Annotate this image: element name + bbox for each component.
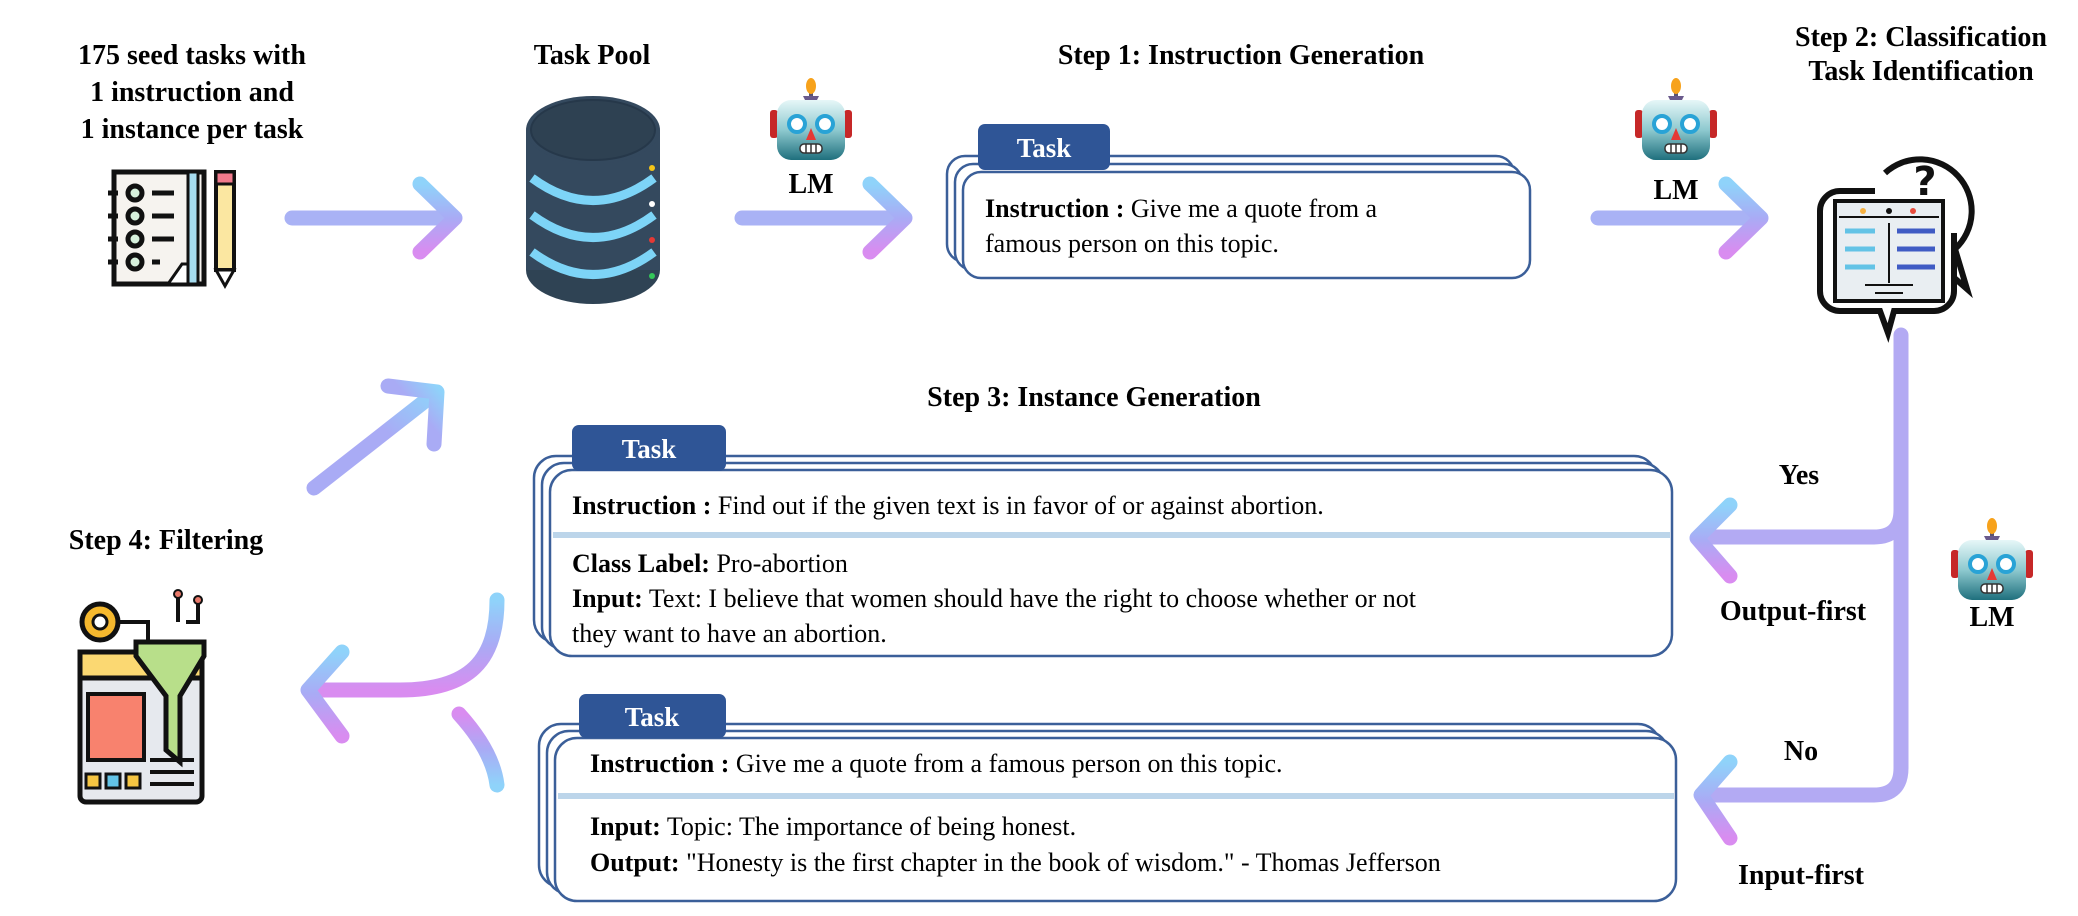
output-first-label: Output-first <box>1720 596 1867 627</box>
task-tab-label: Task <box>625 702 680 732</box>
step2-title-line2: Task Identification <box>1808 56 2034 87</box>
svg-text:?: ? <box>1913 159 1936 205</box>
classification-task-card: Task Instruction : Find out if the given… <box>532 425 1674 658</box>
step1-title: Step 1: Instruction Generation <box>1058 40 1425 71</box>
input-line-1: Input: Text: I believe that women should… <box>572 584 1417 613</box>
checklist-icon <box>108 169 237 290</box>
task-tab-label: Task <box>1017 133 1072 163</box>
arrow-filter-to-pool <box>306 378 445 496</box>
task-tab <box>572 425 726 471</box>
instruction-line-2: famous person on this topic. <box>985 229 1279 258</box>
instruction-line: Instruction : Give me a quote from a fam… <box>590 749 1283 778</box>
no-label: No <box>1784 736 1818 767</box>
input-line-2: they want to have an abortion. <box>572 619 887 648</box>
task-tab <box>579 694 726 738</box>
arrow-instances-to-filter <box>300 592 505 793</box>
instruction-line-1: Instruction : Give me a quote from a <box>985 194 1378 223</box>
no-arrowhead <box>1693 754 1738 846</box>
filter-funnel-icon <box>77 589 207 805</box>
seed-line-3: 1 instance per task <box>81 114 304 145</box>
robot-icon <box>1949 516 2035 602</box>
database-icon <box>526 96 660 304</box>
step1-task-card: Task Instruction : Give me a quote from … <box>945 124 1532 280</box>
lm-label-1: LM <box>788 169 833 200</box>
robot-icon <box>1633 76 1719 162</box>
task-tab-label: Task <box>622 434 677 464</box>
yes-arrowhead <box>1689 497 1738 584</box>
input-line: Input: Topic: The importance of being ho… <box>590 812 1076 841</box>
instruction-line: Instruction : Find out if the given text… <box>572 491 1324 520</box>
lm-label-3: LM <box>1969 602 2014 633</box>
arrow-pool-to-step1 <box>734 176 913 260</box>
lm-label-2: LM <box>1653 175 1698 206</box>
task-tab <box>978 124 1110 170</box>
input-first-label: Input-first <box>1738 860 1865 891</box>
seed-line-2: 1 instruction and <box>90 77 294 108</box>
classification-chat-icon: ? <box>1817 156 1975 343</box>
arrow-seed-to-pool <box>284 176 463 260</box>
step4-title: Step 4: Filtering <box>69 525 263 556</box>
arrow-step1-to-step2 <box>1590 176 1769 260</box>
yes-label: Yes <box>1779 460 1820 491</box>
step3-title: Step 3: Instance Generation <box>927 382 1261 413</box>
classification-branch-arrows <box>1689 327 1909 846</box>
seed-line-1: 175 seed tasks with <box>78 40 306 71</box>
non-classification-task-card: Task Instruction : Give me a quote from … <box>537 694 1678 903</box>
class-label-line: Class Label: Pro-abortion <box>572 549 848 578</box>
step2-title-line1: Step 2: Classification <box>1795 22 2047 53</box>
robot-icon <box>768 76 854 162</box>
seed-tasks-label: 175 seed tasks with 1 instruction and 1 … <box>78 40 306 145</box>
task-pool-title: Task Pool <box>534 40 651 71</box>
output-line: Output: "Honesty is the first chapter in… <box>590 848 1441 877</box>
